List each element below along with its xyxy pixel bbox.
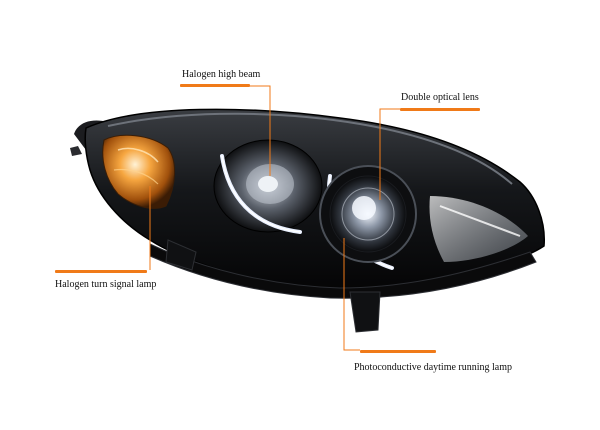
accent-bar-high-beam (180, 84, 250, 87)
accent-bar-turn-signal (55, 270, 147, 273)
accent-bar-drl (360, 350, 436, 353)
label-photoconductive-drl: Photoconductive daytime running lamp (354, 362, 513, 373)
label-halogen-high-beam: Halogen high beam (182, 69, 261, 80)
label-halogen-turn-signal-lamp: Halogen turn signal lamp (55, 279, 157, 290)
label-double-optical-lens: Double optical lens (401, 92, 479, 103)
accent-bar-optical-lens (400, 108, 480, 111)
